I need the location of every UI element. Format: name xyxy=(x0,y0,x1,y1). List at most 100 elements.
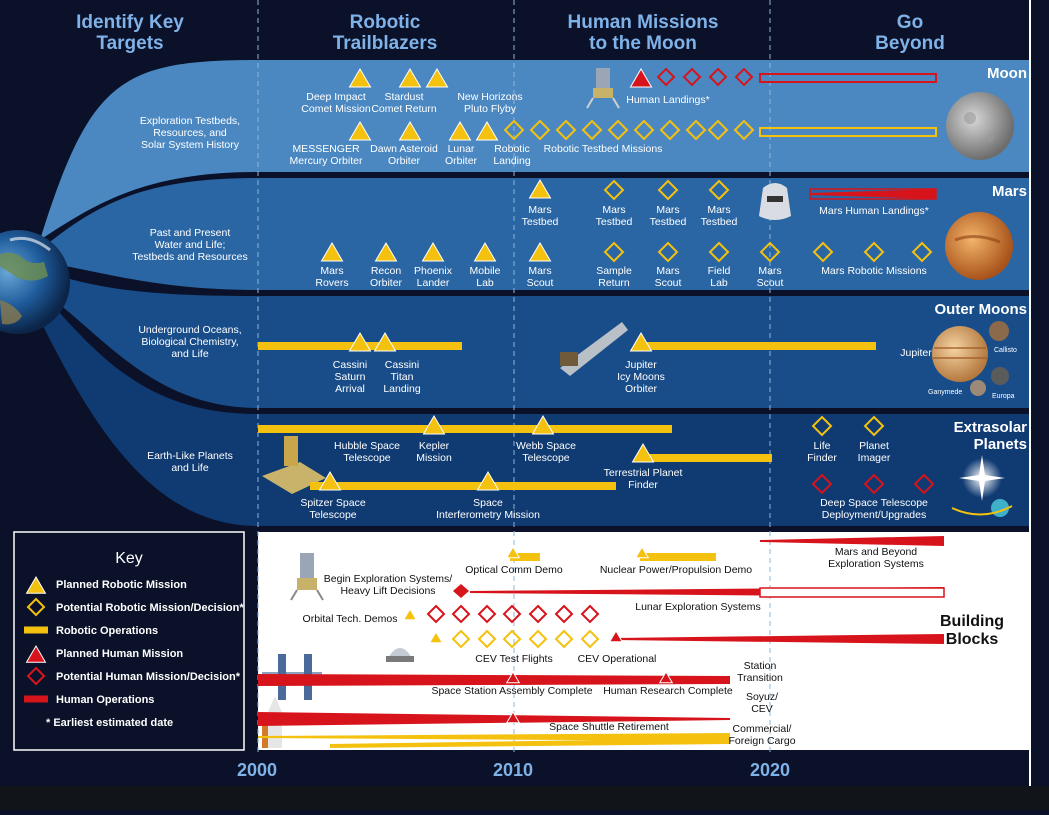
potential-human-mission-mark xyxy=(426,604,446,624)
robotic-mission-mark xyxy=(473,242,497,262)
human-operations-bar xyxy=(258,674,730,686)
cev-operational-label: CEV Operational xyxy=(578,653,657,665)
potential-robotic-mission-mark xyxy=(685,119,707,141)
human-mission-mark xyxy=(658,671,674,684)
destination-outer-moons: Outer Moons xyxy=(935,301,1028,318)
cev-capsule-image xyxy=(386,648,414,662)
moon-image xyxy=(946,92,1014,160)
potential-human-mission-mark xyxy=(708,67,728,87)
optical-comm-label: Optical Comm Demo xyxy=(465,564,563,576)
key-item-label: Potential Human Mission/Decision* xyxy=(56,671,241,683)
human-operations-wedge xyxy=(810,189,936,199)
europa-label: Europa xyxy=(992,393,1015,400)
research-complete-label: Human Research Complete xyxy=(603,685,733,697)
key-item-label: Robotic Operations xyxy=(56,625,158,637)
nuclear-power-label: Nuclear Power/Propulsion Demo xyxy=(600,564,752,576)
potential-human-mission-mark xyxy=(502,604,522,624)
soyuz-cev-label: Soyuz/CEV xyxy=(746,691,778,715)
key-box xyxy=(13,531,245,751)
robotic-mission-mark xyxy=(348,332,372,352)
potential-robotic-mission-mark xyxy=(581,119,603,141)
human-mission-mark xyxy=(629,68,653,88)
robotic-mission-mark xyxy=(531,415,555,435)
potential-robotic-mission-mark xyxy=(555,119,577,141)
robotic-mission-mark xyxy=(398,68,422,88)
human-operations-wedge xyxy=(760,536,944,546)
lunar-lander-image xyxy=(586,68,620,109)
key-robotic-mission-icon xyxy=(25,576,47,594)
robotic-mission-mark xyxy=(448,121,472,141)
key-potential-human-icon xyxy=(26,666,46,686)
key-human-operations-icon xyxy=(24,695,48,703)
robotic-mission-mark xyxy=(422,415,446,435)
potential-robotic-mission-mark xyxy=(580,629,600,649)
europa-image xyxy=(991,367,1009,385)
potential-robotic-mission-mark xyxy=(603,241,625,263)
key-potential-robotic-icon xyxy=(26,597,46,617)
potential-robotic-mission-mark xyxy=(733,119,755,141)
robotic-operations-bar xyxy=(258,425,672,433)
callisto-label: Callisto xyxy=(994,347,1017,354)
robotic-mission-mark xyxy=(320,242,344,262)
robotic-mission-mark xyxy=(475,121,499,141)
potential-robotic-mission-mark xyxy=(657,241,679,263)
human-mission-mark xyxy=(608,630,624,643)
human-operations-wedge xyxy=(258,712,730,726)
mars-robotic-missions-label: Mars Robotic Missions xyxy=(821,265,927,277)
potential-robotic-mission-mark xyxy=(607,119,629,141)
robotic-operations-wedge xyxy=(258,733,730,741)
theme-label: Underground Oceans,Biological Chemistry,… xyxy=(138,324,241,360)
potential-robotic-mission-mark xyxy=(528,629,548,649)
ganymede-image xyxy=(970,380,986,396)
potential-robotic-mission-mark xyxy=(911,241,933,263)
key-human-mission-icon xyxy=(25,645,47,663)
potential-robotic-mission-mark xyxy=(554,629,574,649)
robotic-operations-bar xyxy=(640,553,716,561)
jupiter-image xyxy=(932,326,988,382)
robotic-operations-outline xyxy=(759,127,937,137)
human-operations-wedge xyxy=(612,634,944,644)
human-operations-outline xyxy=(759,73,937,83)
robotic-mission-mark xyxy=(318,471,342,491)
robotic-mission-mark xyxy=(629,332,653,352)
potential-robotic-mission-mark xyxy=(708,241,730,263)
orbital-tech-label: Orbital Tech. Demos xyxy=(303,613,398,625)
robotic-testbed-label: Robotic Testbed Missions xyxy=(544,143,663,155)
potential-robotic-mission-mark xyxy=(707,119,729,141)
robotic-operations-bar xyxy=(310,482,616,490)
robotic-mission-mark xyxy=(373,332,397,352)
lunar-exploration-label: Lunar Exploration Systems xyxy=(635,601,760,613)
potential-robotic-mission-mark xyxy=(529,119,551,141)
potential-robotic-mission-mark xyxy=(657,179,679,201)
human-mission-mark xyxy=(505,711,521,724)
year-label: 2020 xyxy=(750,760,790,780)
key-item-label: * Earliest estimated date xyxy=(46,717,173,729)
robotic-mission-mark xyxy=(402,608,418,621)
human-mission-mark xyxy=(505,671,521,684)
potential-human-mission-mark xyxy=(477,604,497,624)
